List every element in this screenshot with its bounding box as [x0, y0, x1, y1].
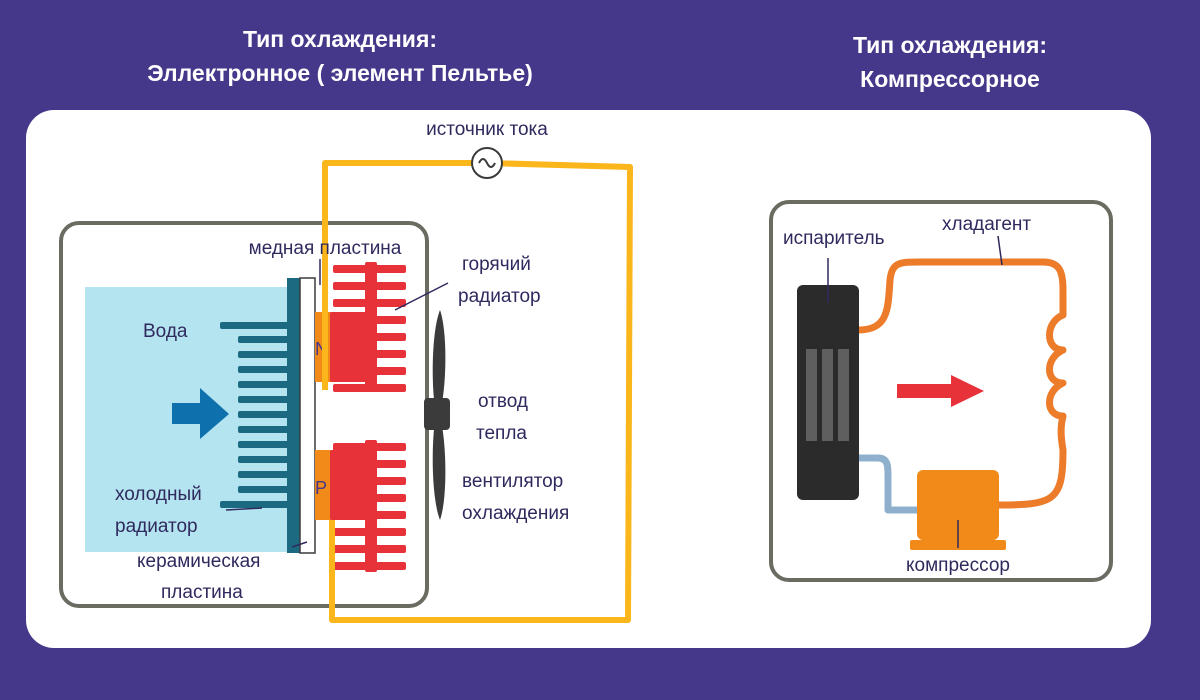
hot-radiator-fin	[333, 545, 406, 553]
hot-radiator-fin	[333, 367, 406, 375]
label-water: Вода	[143, 321, 188, 342]
evaporator-fin-1	[806, 349, 817, 441]
hot-radiator-fin	[333, 460, 406, 468]
cold-radiator-fin	[220, 501, 290, 508]
label-hot-radiator-2: радиатор	[458, 286, 541, 307]
label-copper-plate: медная пластина	[249, 238, 402, 259]
label-ceramic-plate-2: пластина	[161, 582, 243, 603]
cold-radiator-fin	[238, 381, 290, 388]
ac-wave-icon	[478, 158, 496, 168]
hot-radiator-fin	[333, 350, 406, 358]
label-heat-removal-2: тепла	[476, 423, 527, 444]
cold-radiator-fin	[238, 396, 290, 403]
hot-radiator-fin	[333, 384, 406, 392]
cold-radiator-fin	[238, 411, 290, 418]
fan-blade-bottom-icon	[432, 420, 446, 520]
compressor-frame	[769, 200, 1113, 582]
cold-radiator-fin	[238, 366, 290, 373]
label-ceramic-plate-1: керамическая	[137, 551, 260, 572]
cold-radiator-fin	[238, 336, 290, 343]
label-power-source: источник тока	[426, 119, 548, 140]
cold-radiator-fin	[238, 471, 290, 478]
label-heat-removal-1: отвод	[478, 391, 528, 412]
label-cold-radiator-1: холодный	[115, 484, 202, 505]
hot-radiator	[330, 262, 406, 572]
heading-compressor: Тип охлаждения: Компрессорное	[800, 28, 1100, 96]
hot-radiator-fin	[333, 299, 406, 307]
compressor-icon	[917, 470, 999, 540]
hot-radiator-fin	[333, 528, 406, 536]
hot-radiator-fin	[333, 316, 406, 324]
flow-arrow-icon	[897, 375, 984, 407]
label-fan-2: охлаждения	[462, 503, 569, 524]
hot-radiator-fin	[333, 494, 406, 502]
circuit-wire-outer	[329, 160, 633, 623]
label-fan-1: вентилятор	[462, 471, 563, 492]
refrigerant-leader	[997, 235, 1003, 266]
p-element	[315, 450, 333, 520]
hot-radiator-fin	[333, 562, 406, 570]
cold-radiator-fin	[238, 426, 290, 433]
label-evaporator: испаритель	[783, 228, 885, 249]
hot-radiator-fin	[333, 333, 406, 341]
cold-radiator-base	[287, 278, 300, 553]
fan-blade-top-icon	[432, 310, 446, 408]
evaporator-fin-3	[838, 349, 849, 441]
heading-compressor-line2: Компрессорное	[860, 66, 1040, 92]
cold-radiator-fin	[238, 441, 290, 448]
ceramic-plate-leader	[291, 541, 308, 548]
evaporator-fin-2	[822, 349, 833, 441]
cold-radiator-fin	[220, 322, 290, 329]
hot-radiator-leader	[394, 282, 449, 311]
cold-radiator-leader	[225, 507, 263, 511]
water-flow-arrow-icon	[172, 388, 229, 439]
cold-radiator-fin	[238, 486, 290, 493]
hot-radiator-fin	[333, 511, 406, 519]
hot-radiator-fin	[333, 282, 406, 290]
circuit-wire-inner	[322, 160, 473, 390]
suction-tube	[854, 454, 921, 514]
cold-radiator	[220, 322, 290, 508]
hot-radiator-fin	[333, 477, 406, 485]
label-hot-radiator-1: горячий	[462, 254, 531, 275]
fan-hub-icon	[424, 398, 450, 430]
hot-radiator-fin	[333, 265, 406, 273]
cold-radiator-fin	[238, 456, 290, 463]
heading-compressor-line1: Тип охлаждения:	[852, 32, 1048, 58]
hot-radiator-fin	[333, 443, 406, 451]
p-element-label: P	[315, 478, 327, 498]
hot-radiator-block-top	[330, 312, 377, 382]
label-cold-radiator-2: радиатор	[115, 516, 198, 537]
label-compressor: компрессор	[906, 555, 1010, 576]
ceramic-plate	[299, 277, 316, 554]
heading-peltier: Тип охлаждения: Эллектронное ( элемент П…	[90, 22, 590, 90]
heading-peltier-line1: Тип охлаждения:	[242, 26, 438, 52]
label-refrigerant: хладагент	[942, 214, 1031, 235]
refrigerant-tube	[854, 258, 1067, 509]
heading-peltier-line2: Эллектронное ( элемент Пельтье)	[147, 60, 533, 86]
cold-radiator-fin	[238, 351, 290, 358]
